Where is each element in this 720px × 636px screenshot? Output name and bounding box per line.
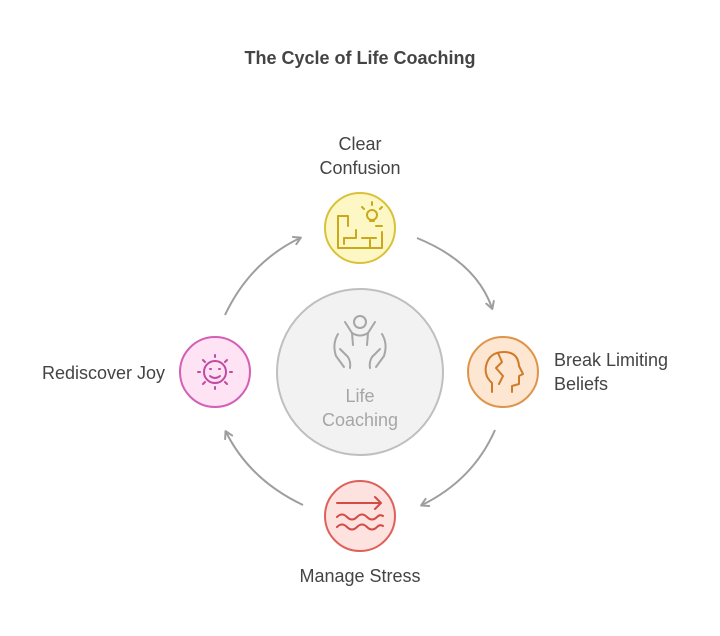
center-label: Life Coaching xyxy=(290,384,430,432)
node-label-clear-confusion: Clear Confusion xyxy=(300,132,420,180)
center-label-line2: Coaching xyxy=(321,410,399,430)
node-label-rediscover-joy: Rediscover Joy xyxy=(10,361,165,385)
arrow-left-to-top xyxy=(224,235,302,316)
diagram-title: The Cycle of Life Coaching xyxy=(244,48,476,68)
node-label-manage-stress: Manage Stress xyxy=(260,564,460,588)
waves-arrow-icon xyxy=(336,496,384,531)
node-circle-rediscover-joy xyxy=(179,336,251,408)
node-label-line1: Manage Stress xyxy=(299,566,421,586)
node-circle-clear-confusion xyxy=(324,192,396,264)
arrow-right-to-bottom xyxy=(420,429,496,507)
raised-hands-person-icon xyxy=(333,315,387,369)
center-circle xyxy=(276,288,444,456)
center-label-line1: Life xyxy=(345,386,375,406)
arrow-bottom-to-left xyxy=(224,430,304,506)
arrow-top-to-right xyxy=(416,237,495,310)
node-circle-break-limiting-beliefs xyxy=(467,336,539,408)
node-label-line1: Break Limiting xyxy=(554,350,669,370)
maze-lightbulb-icon xyxy=(337,201,383,249)
cracked-head-icon xyxy=(484,351,524,393)
node-label-line1: Rediscover Joy xyxy=(41,363,165,383)
node-label-line2: Beliefs xyxy=(554,374,609,394)
node-label-line1: Clear xyxy=(338,134,382,154)
node-label-line2: Confusion xyxy=(319,158,401,178)
node-label-break-limiting-beliefs: Break Limiting Beliefs xyxy=(554,348,714,396)
smiling-sun-icon xyxy=(197,354,233,390)
